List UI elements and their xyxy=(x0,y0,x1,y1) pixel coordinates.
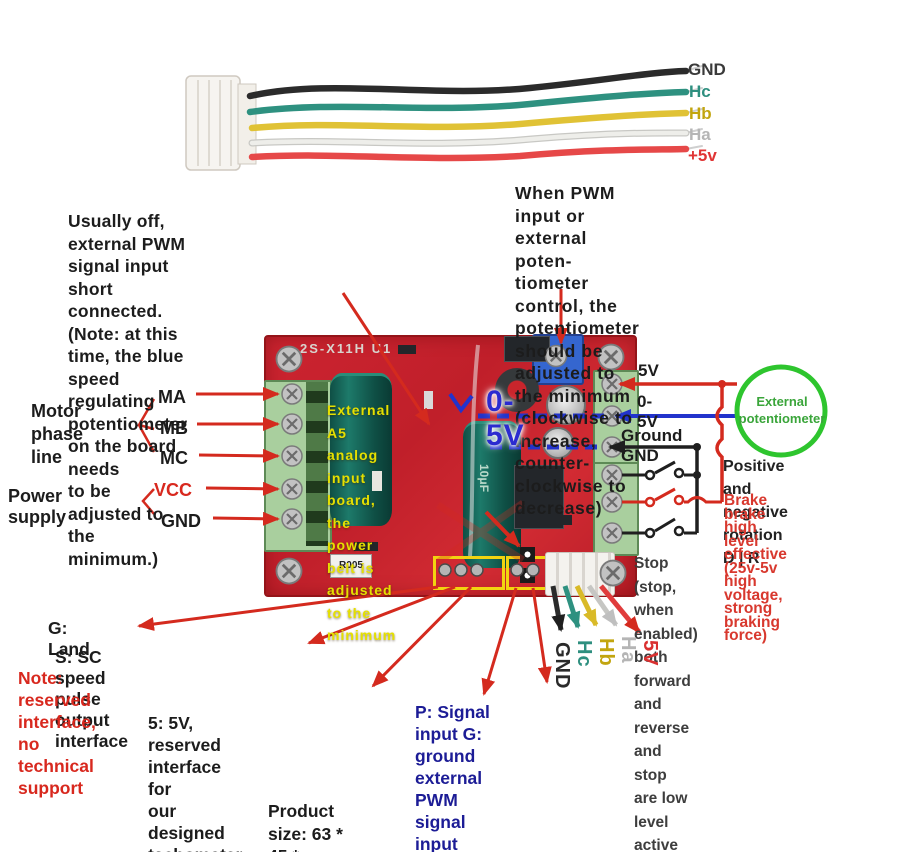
cable-label-5v: +5v xyxy=(688,146,717,165)
external-potentiometer-label: External potentiometer xyxy=(738,394,826,426)
smd-component xyxy=(398,345,416,354)
g-ground-arrow xyxy=(531,587,552,684)
hall-wire-label-hc: Hc xyxy=(573,640,595,668)
stop-note: Stop (stop, when enabled) both forward a… xyxy=(634,555,698,852)
product-size-note: Product size: 63 * 45 * 31mm (L * w * h)… xyxy=(268,801,343,852)
annotation-arrows xyxy=(137,289,568,696)
smd-component xyxy=(354,542,378,551)
left-pin-arrows xyxy=(137,387,280,526)
sc-pulse-note: S: SC speed pulse output interface xyxy=(55,647,128,751)
pwm-signal-note: P: Signal input G: ground external PWM s… xyxy=(415,702,490,852)
right-label-0-5v: 0-5V xyxy=(637,392,658,431)
glue-strip xyxy=(468,344,480,557)
smd-component xyxy=(550,515,572,525)
tachometer-note: 5: 5V, reserved interface for our design… xyxy=(148,713,242,852)
motor-brace xyxy=(137,398,156,453)
electrolytic-capacitor-large xyxy=(330,373,392,526)
wire-5v xyxy=(599,584,641,634)
pin-label-mc: MC xyxy=(160,448,188,468)
hall-wire-label-5v: 5V xyxy=(639,640,661,667)
pin-label-ma: MA xyxy=(158,387,186,407)
pwm-short-note: Usually off, external PWM signal input s… xyxy=(68,211,188,569)
wire-gnd xyxy=(246,67,690,100)
power-supply-label: Power supply xyxy=(8,486,67,527)
p-note-arrow xyxy=(481,587,518,696)
g-land-arrow xyxy=(137,585,439,632)
cable-label-ha: Ha xyxy=(689,125,711,144)
stop-switch xyxy=(622,517,697,539)
rotation-note: Positive and negative rotation D | R xyxy=(723,458,788,567)
cable-label-gnd: GND xyxy=(688,60,726,79)
right-schematic xyxy=(608,364,828,539)
board-overlay-note: External A5 analog input board, the powe… xyxy=(327,402,397,643)
solder-pad xyxy=(520,547,535,562)
motor-phase-label: Motor phase line xyxy=(31,401,84,467)
power-brace xyxy=(141,488,155,515)
smd-capacitor-small xyxy=(542,427,574,459)
hall-wire-label-ha: Ha xyxy=(617,636,639,664)
smd-component xyxy=(424,391,433,409)
hall-wire-label-hb: Hb xyxy=(595,638,617,667)
brake-switch xyxy=(622,487,722,508)
g-land-note: G: Land xyxy=(48,618,90,659)
reserved-interface-note: Note: reserved interface, no technical s… xyxy=(18,668,96,798)
wire-hb xyxy=(248,109,690,132)
pin-label-gnd: GND xyxy=(161,511,201,531)
hall-wire-label-gnd: GND xyxy=(551,642,573,690)
wire-hb xyxy=(574,584,599,627)
cable-label-hc: Hc xyxy=(689,82,711,101)
right-label-5v: 5V xyxy=(638,361,659,380)
shunt-resistor: R005 xyxy=(330,554,372,578)
potentiometer-adjust-note: When PWM input or external poten- tiomet… xyxy=(515,183,640,518)
bottom-hall-wires xyxy=(550,584,641,634)
wire-5v xyxy=(248,145,690,162)
right-label-ground: Ground GND xyxy=(621,426,683,465)
direction-switch xyxy=(622,460,697,481)
wire-hc xyxy=(246,88,690,116)
cable-label-hb: Hb xyxy=(689,104,712,123)
five-note-arrow xyxy=(371,585,473,688)
top-cable-wires xyxy=(246,65,703,162)
wire-gnd xyxy=(550,585,566,632)
5v-drop-line xyxy=(715,384,724,502)
pin-label-vcc: VCC xyxy=(154,480,193,500)
left-terminal-slots xyxy=(306,382,328,546)
blue-check-arrow xyxy=(448,392,474,414)
capacitor-label: 10μF xyxy=(477,464,491,493)
external-potentiometer-circle xyxy=(734,364,828,458)
wire-ha xyxy=(586,584,619,627)
brake-note: Brake brake high level effective (25v-5v… xyxy=(724,492,787,644)
wire-hc xyxy=(562,585,581,629)
smd-component xyxy=(372,471,382,491)
left-note-arrow xyxy=(341,292,431,426)
pin-label-mb: MB xyxy=(160,418,188,438)
s-note-arrow xyxy=(307,585,456,645)
toroid-inductor xyxy=(495,368,539,412)
board-range-label: 0-5V xyxy=(486,385,525,452)
header-pins xyxy=(438,563,540,577)
cable-connector xyxy=(185,75,257,171)
board-watermark-arrows xyxy=(436,500,525,565)
